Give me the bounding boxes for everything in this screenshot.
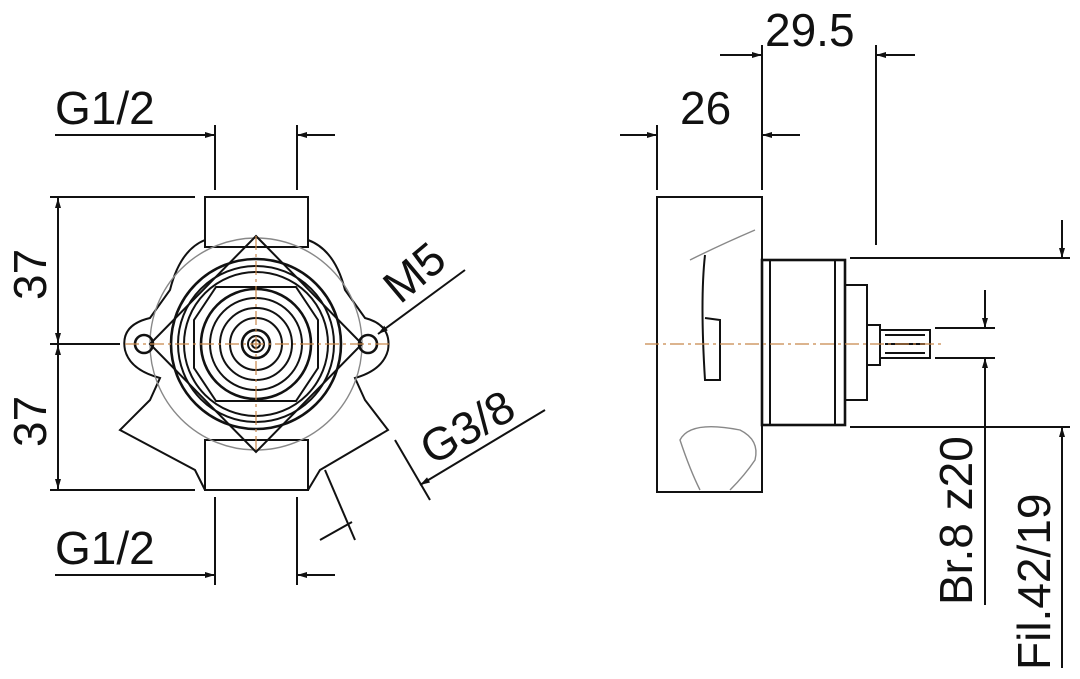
- dimension-thread: Fil.42/19: [850, 220, 1070, 670]
- dimension-heights-37: 37 37: [4, 196, 195, 491]
- front-view: G1/2 G1/2 37 37 M5: [4, 82, 546, 585]
- cartridge-depth-label: 29.5: [765, 4, 855, 56]
- spindle-label: Br.8 z20: [930, 436, 982, 605]
- bottom-outlet-label: G1/2: [55, 522, 155, 574]
- thread-label: Fil.42/19: [1008, 494, 1060, 670]
- dimension-spindle: Br.8 z20: [930, 290, 995, 605]
- upper-height-label: 37: [4, 249, 56, 300]
- body-depth-label: 26: [680, 82, 731, 134]
- mount-thread-label: M5: [373, 232, 455, 313]
- side-port-label: G3/8: [411, 380, 523, 475]
- dimension-top-g12: G1/2: [55, 82, 335, 190]
- dimension-29-5: 29.5: [720, 4, 915, 245]
- side-view: 26 29.5 Br.8 z20 Fil.42/19: [620, 4, 1070, 670]
- dimension-g38: G3/8: [319, 380, 546, 541]
- valve-body-side: [645, 196, 945, 493]
- valve-body-front: [118, 196, 390, 491]
- cartridge: [760, 258, 847, 427]
- dimension-m5: M5: [373, 232, 466, 335]
- top-inlet-label: G1/2: [55, 82, 155, 134]
- lower-height-label: 37: [4, 396, 56, 447]
- dimension-26: 26: [620, 45, 800, 190]
- dimension-bottom-g12: G1/2: [55, 497, 335, 585]
